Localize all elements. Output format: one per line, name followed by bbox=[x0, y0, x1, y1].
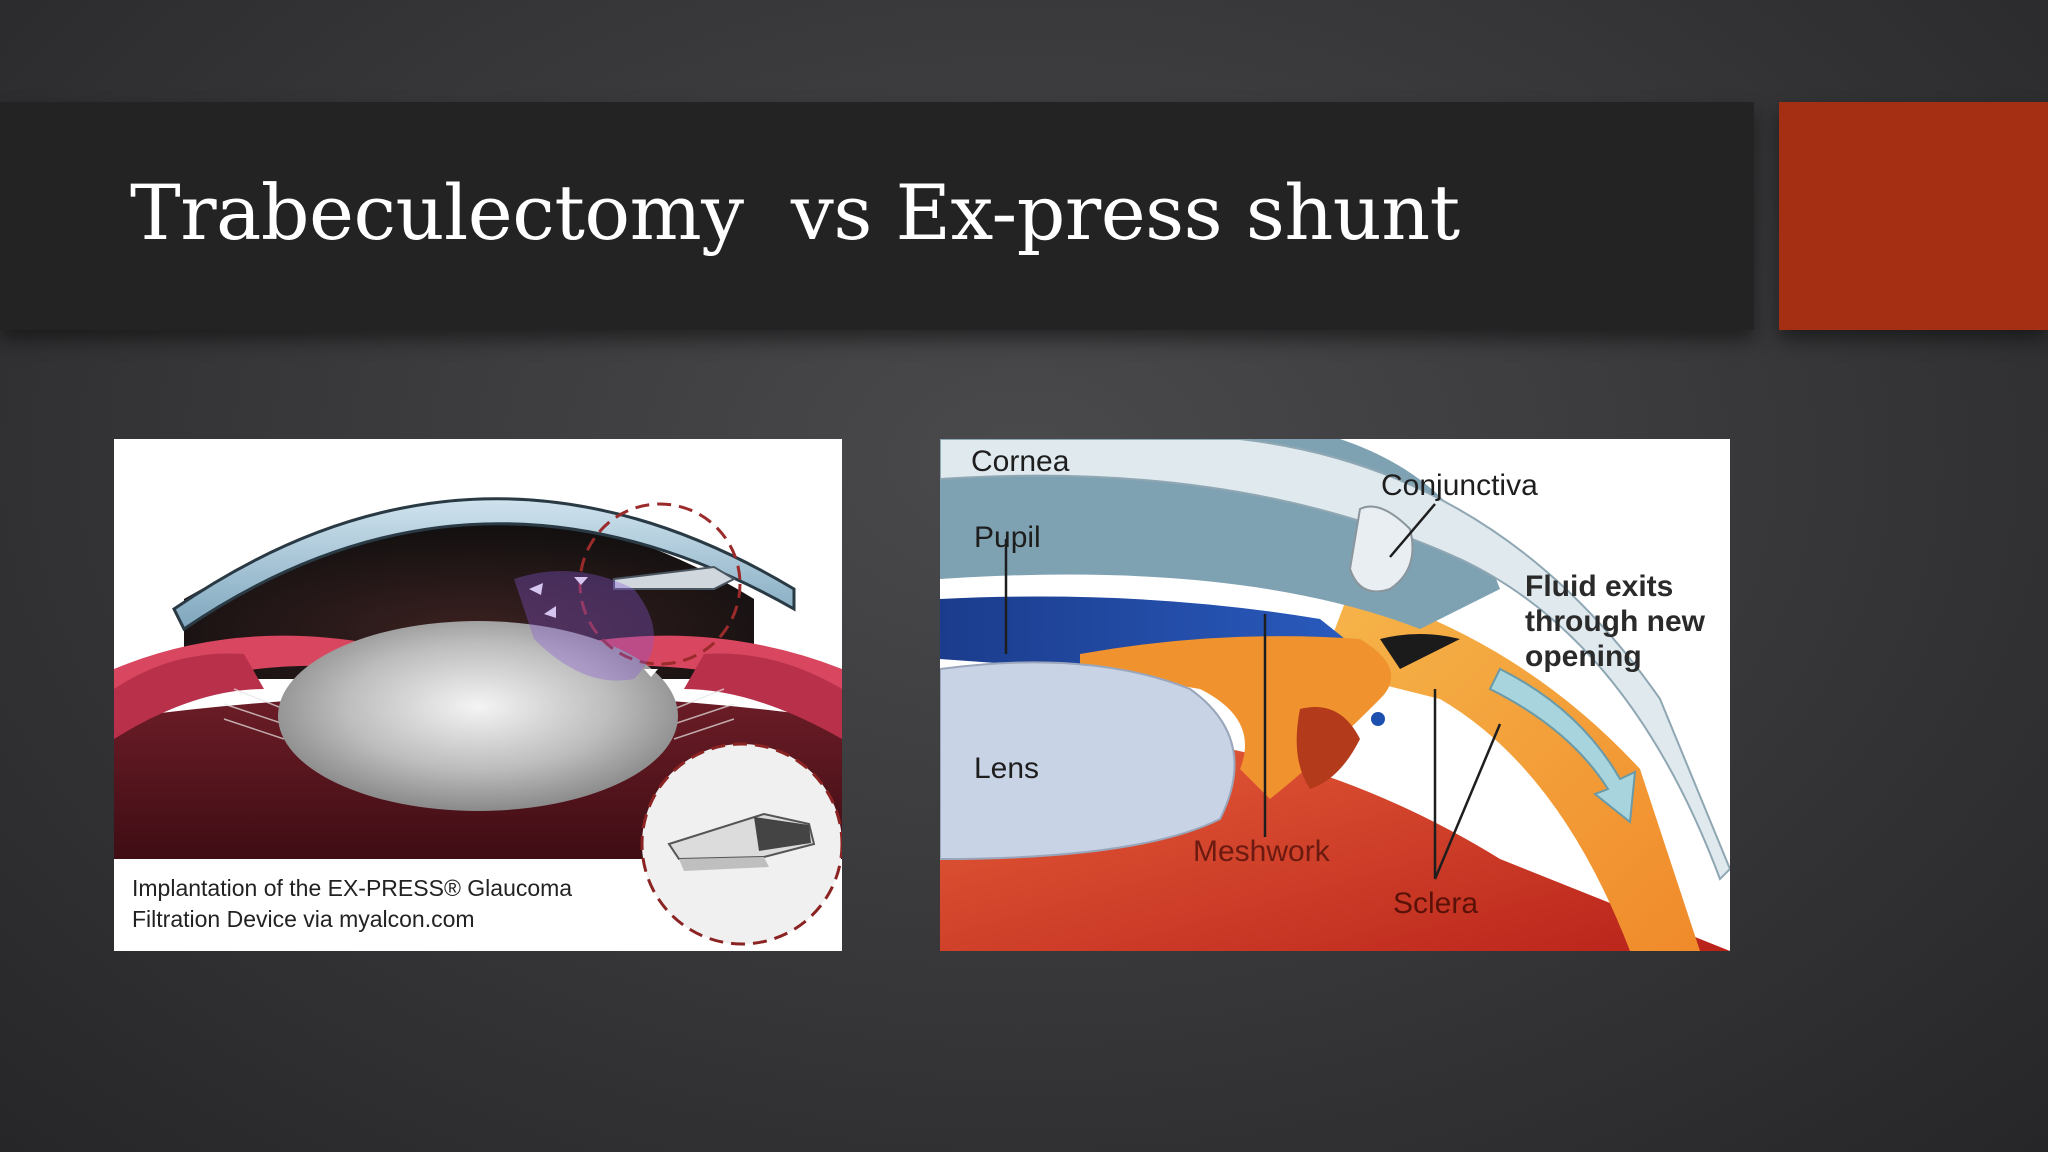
trabeculectomy-diagram: Cornea Pupil Lens Conjunctiva Fluid exit… bbox=[940, 439, 1730, 951]
title-bar: Trabeculectomy vs Ex-press shunt bbox=[0, 102, 1754, 330]
label-fluid-exit: Fluid exits through new opening bbox=[1525, 570, 1705, 673]
figure-caption: Implantation of the EX-PRESS® Glaucoma F… bbox=[132, 875, 573, 932]
label-meshwork: Meshwork bbox=[1193, 835, 1330, 868]
label-sclera: Sclera bbox=[1393, 887, 1479, 920]
slide-title: Trabeculectomy vs Ex-press shunt bbox=[130, 168, 1460, 257]
express-implant-image: Implantation of the EX-PRESS® Glaucoma F… bbox=[114, 439, 842, 951]
label-pupil: Pupil bbox=[974, 521, 1041, 554]
accent-block bbox=[1779, 102, 2048, 330]
eye-anatomy-illustration bbox=[940, 439, 1730, 951]
eye-cross-section-illustration bbox=[114, 439, 842, 951]
label-conjunctiva: Conjunctiva bbox=[1381, 469, 1538, 502]
label-cornea: Cornea bbox=[971, 445, 1070, 478]
label-lens: Lens bbox=[974, 752, 1040, 785]
